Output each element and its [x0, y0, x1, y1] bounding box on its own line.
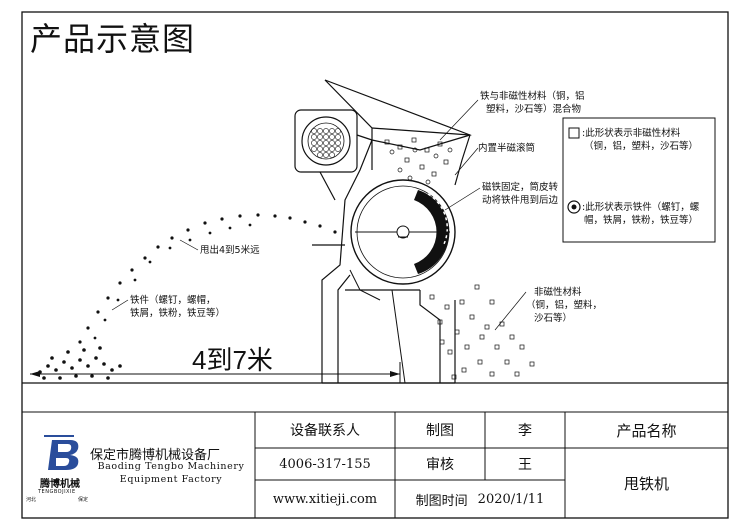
drawn-label: 制图 [426, 423, 454, 439]
feed-callout-line1: 铁与非磁性材料（铜，铝 [480, 91, 585, 102]
date-value: 2020/1/11 [477, 491, 545, 507]
logo-left: 河北 [26, 497, 37, 503]
iron-trajectory [78, 213, 337, 344]
nonmag-callout-line1: 非磁性材料 [534, 287, 582, 298]
drum-callout: 内置半磁滚筒 [478, 143, 536, 154]
logo-en: TENGBOJIXIE [38, 489, 76, 495]
legend-bolt-text: :此形状表示铁件（螺钉，螺 帽，铁屑，铁粉，铁豆等） [582, 201, 699, 227]
contact-label: 设备联系人 [290, 423, 360, 439]
square-shape-icon [568, 127, 580, 139]
logo-cn: 腾博机械 [40, 479, 80, 490]
nonmag-callout: 非磁性材料 （铜，铝，塑料， 沙石等） [526, 286, 602, 325]
throw-callout: 甩出4到5米远 [200, 245, 260, 256]
legend-bolt-line2: 帽，铁屑，铁粉，铁豆等） [584, 215, 699, 226]
drawn-by: 李 [518, 423, 532, 439]
leader-lines [111, 99, 527, 331]
iron-callout: 铁件（螺钉，螺帽， 铁屑，铁粉，铁豆等） [130, 294, 225, 320]
legend-bolt-line1: :此形状表示铁件（螺钉，螺 [582, 202, 700, 213]
product-name: 甩铁机 [623, 474, 669, 493]
magnet-callout-line1: 磁铁固定，筒皮转 [482, 182, 559, 193]
legend-box [562, 117, 716, 243]
iron-callout-line1: 铁件（螺钉，螺帽， [130, 295, 216, 306]
feed-callout-line2: 塑料，沙石等）混合物 [486, 104, 582, 115]
date-row: 制图时间 2020/1/11 [395, 480, 565, 518]
check-label: 审核 [426, 457, 454, 473]
title-block-grid [22, 411, 728, 518]
nonmagnetic-stream [429, 284, 535, 380]
feed-callout: 铁与非磁性材料（铜，铝 塑料，沙石等）混合物 [480, 90, 585, 116]
date-label: 制图时间 [415, 493, 468, 509]
bolt-shape-icon [567, 200, 581, 214]
company-name-en: Baoding Tengbo Machinery Equipment Facto… [96, 460, 246, 486]
company-en-line1: Baoding Tengbo Machinery [97, 461, 245, 472]
magnet-callout: 磁铁固定，筒皮转 动将铁件甩到后边 [482, 181, 558, 207]
magnet-callout-line2: 动将铁件甩到后边 [482, 195, 559, 206]
iron-pile [38, 346, 122, 380]
logo-right: 保定 [78, 497, 89, 503]
nonmag-callout-line2: （铜，铝，塑料， [526, 300, 603, 311]
product-label: 产品名称 [616, 421, 677, 440]
company-name-cn: 保定市腾博机械设备厂 [90, 448, 221, 463]
legend-square-text: :此形状表示非磁性材料 （铜，铝，塑料，沙石等） [582, 127, 698, 153]
legend-square-line2: （铜，铝，塑料，沙石等） [584, 141, 699, 152]
company-en-line2: Equipment Factory [119, 474, 223, 485]
distance-label: 4到7米 [192, 345, 273, 375]
company-logo [44, 435, 79, 470]
iron-callout-line2: 铁屑，铁粉，铁豆等） [130, 308, 226, 319]
outer-border [21, 11, 729, 519]
chute [349, 269, 406, 384]
motor-fan-icon [301, 116, 351, 166]
website: www.xitieji.com [272, 491, 378, 507]
nonmag-callout-line3: 沙石等） [534, 313, 573, 324]
legend-square-line1: :此形状表示非磁性材料 [582, 128, 681, 139]
machine-frame [294, 79, 472, 384]
magnetic-drum [350, 179, 456, 285]
phone-number: 4006-317-155 [279, 456, 371, 472]
page-title: 产品示意图 [30, 20, 196, 58]
feed-material [384, 137, 453, 185]
checked-by: 王 [518, 457, 532, 473]
